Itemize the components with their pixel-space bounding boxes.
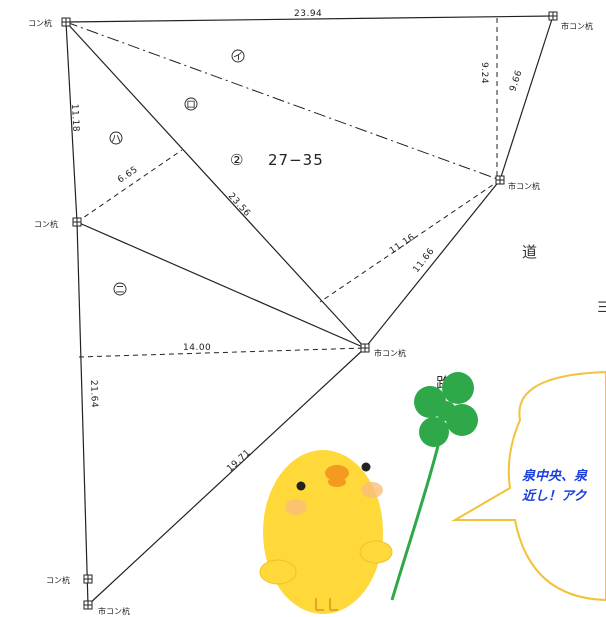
svg-text:ニ: ニ — [115, 285, 125, 296]
left-lower-line — [76, 221, 89, 606]
svg-text:イ: イ — [233, 52, 243, 63]
stake-marker-bottom-left-upper — [83, 574, 93, 584]
horizontal-dashed-line — [78, 347, 366, 358]
main-diagonal-line — [65, 21, 366, 349]
stake-marker-center-right — [360, 343, 370, 353]
speech-bubble-line1: 泉中央、泉 — [522, 468, 588, 484]
stake-marker-left-mid — [72, 217, 82, 227]
upper-dashdot-line — [65, 21, 501, 181]
corner-label-bottom-left-lower: 市コン杭 — [98, 606, 130, 616]
right-lower-line — [364, 179, 501, 349]
dashdot-lines — [65, 21, 501, 181]
clover-icon — [414, 372, 478, 447]
measure-left-lower: 21.64 — [88, 380, 99, 409]
lot-number: 27−35 — [268, 151, 324, 169]
corner-label-top-left: コン杭 — [28, 18, 52, 28]
sub-lot-mark-ro: ロ — [184, 97, 198, 111]
road-char-partial: ヨ — [596, 298, 606, 316]
measure-right-short: 9.24 — [479, 62, 489, 84]
svg-text:ハ: ハ — [111, 134, 121, 145]
corner-label-left-mid: コン杭 — [34, 219, 58, 229]
mid-diagonal-line — [76, 221, 366, 349]
stake-marker-top-left — [61, 17, 71, 27]
boundary-lines — [65, 15, 554, 606]
svg-text:ロ: ロ — [186, 100, 196, 111]
chick-mascot-icon — [259, 450, 393, 614]
stake-marker-bottom-left-lower — [83, 600, 93, 610]
sub-lot-mark-ha: ハ — [109, 131, 123, 145]
short-dashed-line — [76, 149, 183, 223]
left-upper-line — [65, 21, 78, 223]
inner-dashed-line — [319, 179, 501, 303]
stake-markers — [61, 11, 558, 610]
corner-label-top-right: 市コン杭 — [561, 21, 593, 31]
stake-marker-top-right — [548, 11, 558, 21]
corner-label-right-mid: 市コン杭 — [508, 181, 540, 191]
right-edge-line — [499, 15, 554, 181]
bottom-edge-line — [87, 347, 366, 606]
dashed-lines — [76, 18, 501, 358]
lot-number-circled: ② — [230, 151, 244, 169]
sub-lot-mark-ni: ニ — [113, 282, 127, 296]
measure-left-upper: 11.18 — [69, 104, 80, 133]
corner-label-center-right: 市コン杭 — [374, 348, 406, 358]
speech-bubble — [451, 370, 606, 602]
top-edge-line — [65, 15, 554, 23]
measure-top-edge: 23.94 — [294, 9, 322, 19]
stake-marker-right-mid — [495, 175, 505, 185]
sub-lot-mark-i: イ — [231, 49, 245, 63]
road-char-michi: 道 — [522, 243, 537, 261]
clover-stem — [390, 429, 444, 601]
speech-bubble-line2: 近し！アク — [522, 488, 587, 504]
corner-label-bottom-left-upper: コン杭 — [46, 575, 70, 585]
measure-horizontal: 14.00 — [183, 343, 211, 353]
